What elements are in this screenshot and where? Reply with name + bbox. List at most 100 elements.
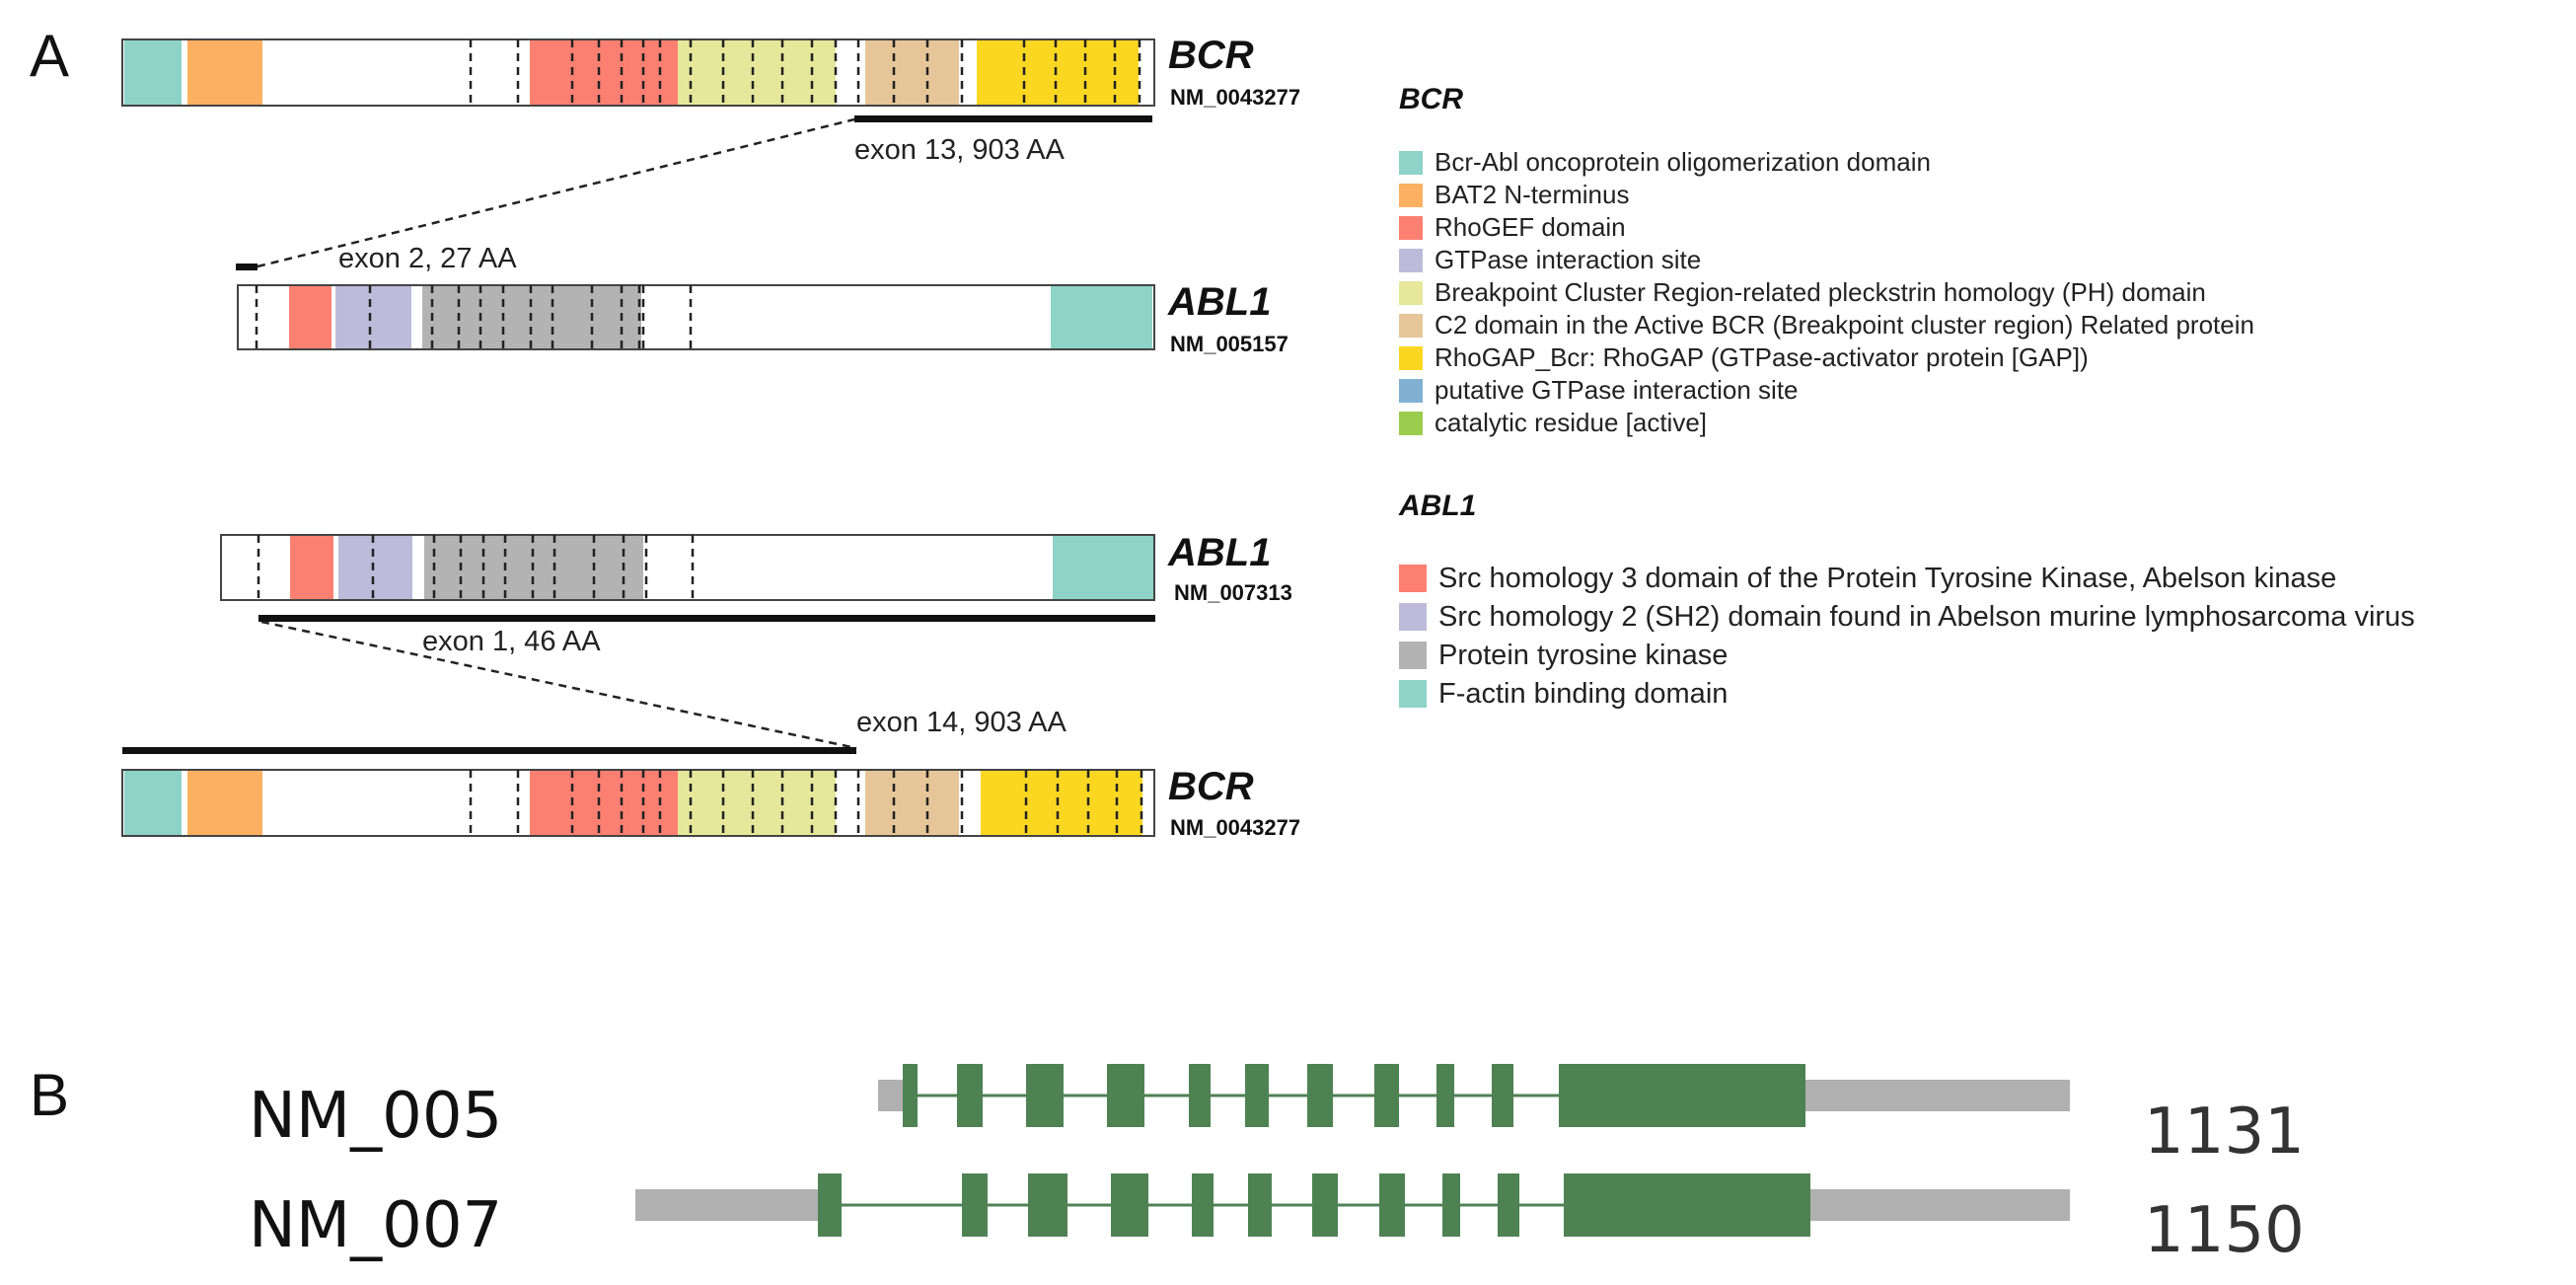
abl1-factin-domain <box>1053 535 1154 600</box>
exon-boundaries <box>255 285 693 349</box>
exon-block <box>1492 1064 1513 1127</box>
gene-name: ABL1 <box>1168 531 1272 574</box>
legend-bcr-swatch <box>1399 215 1423 240</box>
legend-bcr-swatch <box>1399 378 1423 403</box>
legend-bcr-label: GTPase interaction site <box>1435 245 1702 274</box>
exon-block <box>1559 1064 1805 1127</box>
bcr-track-top <box>121 38 1155 122</box>
legend-bcr-item: catalytic residue [active] <box>1399 407 1707 439</box>
bcr-rhogef-domain <box>530 39 678 106</box>
exon-block <box>962 1173 988 1237</box>
legend-bcr-label: RhoGAP_Bcr: RhoGAP (GTPase-activator pro… <box>1435 342 2089 372</box>
utr-3prime <box>1810 1189 2070 1221</box>
bcr-c2-domain <box>865 770 959 836</box>
bcr-protein-outline <box>121 769 1155 837</box>
exon-boundaries <box>469 39 1141 106</box>
abl1-sh3-domain <box>290 535 333 600</box>
exon-block <box>1374 1064 1399 1127</box>
bcr-ph-domain <box>678 770 836 836</box>
accession-label: NM_0043277 <box>1170 815 1301 840</box>
legend-bcr-swatch <box>1399 150 1423 175</box>
bcr-exon14-bar <box>122 747 856 754</box>
legend-bcr-swatch <box>1399 248 1423 272</box>
transcript-length: 1150 <box>2144 1194 2305 1267</box>
legend-abl1-label: Src homology 2 (SH2) domain found in Abe… <box>1438 600 2415 633</box>
bcr-bat2-domain <box>187 770 262 836</box>
exon-block <box>1564 1173 1810 1237</box>
exon-block <box>1307 1064 1333 1127</box>
legend-abl1-label: Src homology 3 domain of the Protein Tyr… <box>1438 562 2337 594</box>
bcr-rhogef-domain <box>530 770 678 836</box>
bcr-oligomerization-domain <box>124 770 182 836</box>
exon-block <box>1312 1173 1338 1237</box>
exon-block <box>1189 1064 1211 1127</box>
utr-5prime <box>635 1189 818 1221</box>
bcr-rhogap-domain <box>977 39 1139 106</box>
abl1-factin-domain <box>1051 285 1152 349</box>
abl1-sh2-domain <box>335 285 411 349</box>
legend-abl1-item: Protein tyrosine kinase <box>1399 637 1728 674</box>
legend-bcr-item: Breakpoint Cluster Region-related plecks… <box>1399 276 2206 309</box>
legend-bcr-item: BAT2 N-terminus <box>1399 179 1629 211</box>
exon-block <box>1442 1173 1460 1237</box>
bcr-bat2-domain <box>187 39 262 106</box>
exon-block <box>1192 1173 1214 1237</box>
exon-block <box>1028 1173 1067 1237</box>
legend-bcr-swatch <box>1399 313 1423 338</box>
legend-abl1-label: F-actin binding domain <box>1438 677 1729 710</box>
bcr-oligomerization-domain <box>124 39 182 106</box>
bcr-rhogap-domain <box>981 770 1142 836</box>
bcr-track-bottom <box>121 747 1155 837</box>
legend-bcr-swatch <box>1399 345 1423 370</box>
legend-abl1-label: Protein tyrosine kinase <box>1438 639 1729 671</box>
legend-bcr-item: C2 domain in the Active BCR (Breakpoint … <box>1399 309 2254 341</box>
gene-name: ABL1 <box>1168 280 1272 324</box>
abl1-track-2 <box>220 534 1155 750</box>
legend-bcr-label: RhoGEF domain <box>1435 212 1626 242</box>
legend-bcr-item: RhoGEF domain <box>1399 211 1626 244</box>
accession-label: NM_0043277 <box>1170 85 1301 110</box>
legend-abl1-swatch <box>1399 603 1427 631</box>
exon-block <box>1245 1064 1269 1127</box>
legend-bcr-item: Bcr-Abl oncoprotein oligomerization doma… <box>1399 146 1931 179</box>
exon-block <box>903 1064 918 1127</box>
legend-bcr-label: Bcr-Abl oncoprotein oligomerization doma… <box>1435 147 1931 177</box>
legend-bcr-swatch <box>1399 411 1423 435</box>
bcr-exon13-bar <box>854 115 1152 122</box>
transcript-length: 1131 <box>2144 1096 2305 1169</box>
exon-block <box>1107 1064 1144 1127</box>
abl1-sh2-domain <box>338 535 412 600</box>
legend-abl1-swatch <box>1399 680 1427 708</box>
legend-bcr-item: putative GTPase interaction site <box>1399 374 1799 407</box>
panel-a-letter: A <box>30 23 70 89</box>
exon-block <box>1379 1173 1405 1237</box>
bcr-ph-domain <box>678 39 836 106</box>
fusion-connector-2 <box>260 620 857 750</box>
panel-b-letter: B <box>30 1062 70 1128</box>
abl1-exon1-bar <box>258 615 1155 622</box>
legend-abl1-item: Src homology 2 (SH2) domain found in Abe… <box>1399 598 2415 636</box>
abl1-exon2-bar <box>236 264 258 270</box>
gene-name: BCR <box>1168 765 1254 808</box>
legend-bcr-label: C2 domain in the Active BCR (Breakpoint … <box>1435 310 2254 340</box>
utr-3prime <box>1805 1080 2070 1111</box>
legend-bcr-item: RhoGAP_Bcr: RhoGAP (GTPase-activator pro… <box>1399 341 2089 374</box>
legend-bcr-swatch <box>1399 280 1423 305</box>
exon-block <box>818 1173 842 1237</box>
exon-label: exon 1, 46 AA <box>422 626 601 657</box>
legend-bcr-item: GTPase interaction site <box>1399 244 1701 276</box>
transcript-label: NM_005 <box>249 1080 503 1153</box>
legend-bcr-swatch <box>1399 183 1423 207</box>
exon-block <box>1111 1173 1148 1237</box>
legend-abl1-item: F-actin binding domain <box>1399 675 1728 713</box>
exon-label: exon 2, 27 AA <box>338 243 517 274</box>
legend-abl1-swatch <box>1399 642 1427 669</box>
abl1-track-1 <box>236 117 1155 350</box>
legend-bcr-label: catalytic residue [active] <box>1435 408 1708 437</box>
legend-abl1-title: ABL1 <box>1399 490 1477 522</box>
abl1-protein-outline <box>220 534 1155 601</box>
exon-block <box>1248 1173 1272 1237</box>
legend-abl1-item: Src homology 3 domain of the Protein Tyr… <box>1399 560 2336 597</box>
